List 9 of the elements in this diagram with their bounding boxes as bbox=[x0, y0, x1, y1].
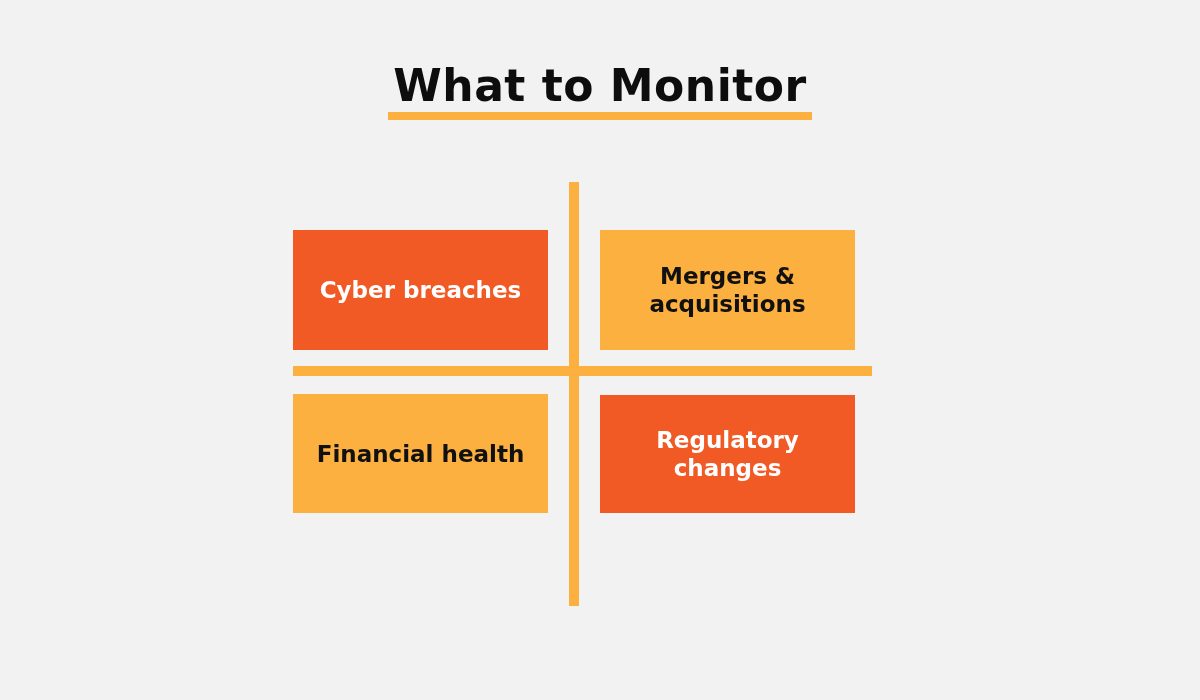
quadrant-box bbox=[293, 230, 548, 350]
title: What to Monitor bbox=[393, 59, 807, 113]
quadrant-box bbox=[600, 395, 855, 513]
box-label: Financial health bbox=[316, 439, 525, 468]
quadrant-box bbox=[293, 394, 548, 513]
box-label: Cyber breaches bbox=[319, 276, 522, 304]
box-label: Regulatory changes bbox=[655, 426, 800, 482]
box-label: Mergers & acquisitions bbox=[648, 262, 807, 318]
quadrant-box bbox=[600, 230, 855, 350]
